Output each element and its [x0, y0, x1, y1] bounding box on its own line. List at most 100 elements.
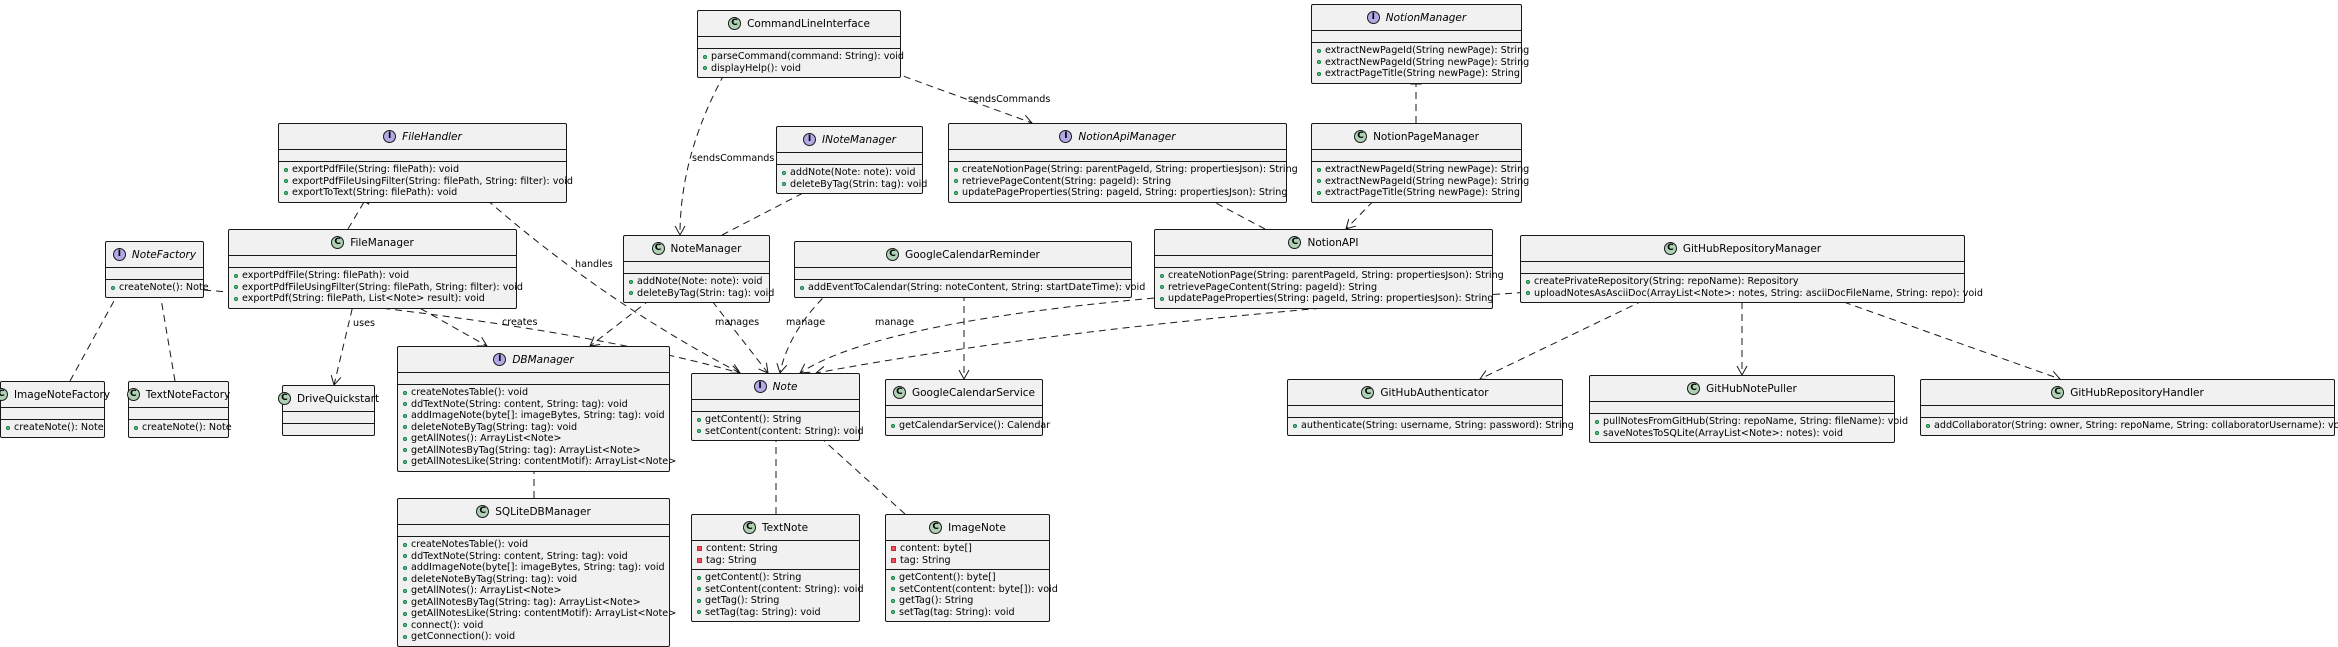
- class-method: addNote(Note: note): void: [624, 276, 769, 288]
- method-text: extractNewPageId(String newPage): String: [1325, 56, 1530, 68]
- class-method: createNote(): Note: [106, 282, 209, 294]
- public-visibility-icon: [403, 554, 407, 559]
- method-text: createNotesTable(): void: [411, 387, 529, 399]
- method-text: createPrivateRepository(String: repoName…: [1534, 276, 1799, 288]
- class-badge-icon: C: [1361, 386, 1375, 399]
- class-name: SQLiteDBManager: [495, 505, 591, 518]
- interface-badge-icon: I: [753, 380, 767, 393]
- dependency-edge: [1479, 289, 1666, 381]
- class-method: exportPdfFileUsingFilter(String: filePat…: [279, 176, 573, 188]
- class-name: FileHandler: [402, 130, 462, 143]
- class-attributes: [949, 150, 1286, 162]
- class-name: DBManager: [512, 353, 574, 366]
- class-box-notionApi[interactable]: C NotionAPI createNotionPage(String: paren…: [1154, 229, 1504, 309]
- class-attributes: [279, 150, 566, 162]
- method-text: ddTextNote(String: content, String: tag)…: [411, 550, 628, 562]
- class-attributes: [1288, 406, 1562, 418]
- class-name: GoogleCalendarService: [911, 386, 1036, 399]
- class-attributes: [692, 400, 859, 412]
- public-visibility-icon: [1317, 60, 1321, 65]
- class-badge-icon: C: [929, 521, 943, 534]
- method-text: addCollaborator(String: owner, String: r…: [1934, 420, 2338, 432]
- public-visibility-icon: [1526, 279, 1530, 284]
- class-method: deleteByTag(Strin: tag): void: [624, 288, 774, 300]
- interface-badge-icon: I: [112, 248, 126, 261]
- public-visibility-icon: [1317, 48, 1321, 53]
- relation-label: manages: [715, 317, 760, 328]
- public-visibility-icon: [697, 610, 701, 615]
- class-attributes: [1312, 150, 1521, 162]
- public-visibility-icon: [403, 542, 407, 547]
- class-method: extractNewPageId(String newPage): String: [1312, 176, 1529, 188]
- class-method: setContent(content: byte[]): void: [886, 584, 1058, 596]
- class-method: addNote(Note: note): void: [777, 167, 922, 179]
- method-text: createNotionPage(String: parentPageId, S…: [1168, 270, 1504, 282]
- class-method: getAllNotes(): ArrayList<Note>: [398, 433, 669, 445]
- method-text: updatePageProperties(String: pageId, Str…: [962, 187, 1288, 199]
- class-name: GitHubNotePuller: [1706, 382, 1797, 395]
- class-header: C NotionAPI: [1155, 230, 1492, 256]
- class-name: CommandLineInterface: [747, 17, 870, 30]
- class-name: ImageNoteFactory: [13, 388, 111, 401]
- class-method: createNotesTable(): void: [398, 539, 669, 551]
- attribute-text: tag: String: [900, 554, 951, 566]
- public-visibility-icon: [234, 273, 238, 278]
- public-visibility-icon: [1160, 273, 1164, 278]
- method-text: addNote(Note: note): void: [790, 167, 916, 179]
- class-name: NotionAPI: [1307, 236, 1359, 249]
- dependency-edge: [1809, 289, 2061, 382]
- class-attributes: [398, 525, 669, 537]
- public-visibility-icon: [1595, 419, 1599, 424]
- class-methods: extractNewPageId(String newPage): String…: [1312, 162, 1529, 202]
- public-visibility-icon: [703, 66, 707, 71]
- class-header: C ImageNoteFactory: [0, 382, 110, 408]
- public-visibility-icon: [954, 179, 958, 184]
- public-visibility-icon: [403, 425, 407, 430]
- class-name: Note: [772, 380, 798, 393]
- class-method: exportPdfFile(String: filePath): void: [279, 164, 566, 176]
- class-box-imageNoteFactory[interactable]: C ImageNoteFactory createNote(): Note: [0, 381, 110, 438]
- relation-label: sendsCommands: [968, 94, 1051, 105]
- class-methods: createNote(): Note: [1, 420, 104, 437]
- class-method: getContent(): byte[]: [886, 572, 1049, 584]
- class-method: setContent(content: String): void: [692, 426, 864, 438]
- method-text: deleteByTag(Strin: tag): void: [790, 178, 928, 190]
- public-visibility-icon: [800, 285, 804, 290]
- class-methods: addCollaborator(String: owner, String: r…: [1921, 418, 2338, 435]
- class-attribute: tag: String: [692, 555, 859, 567]
- class-attributes: [283, 412, 374, 424]
- method-text: setTag(tag: String): void: [899, 606, 1015, 618]
- class-name: NotionManager: [1385, 11, 1467, 24]
- class-badge-icon: C: [0, 388, 8, 401]
- class-badge-icon: C: [1288, 236, 1302, 249]
- class-method: pullNotesFromGitHub(String: repoName, St…: [1590, 416, 1908, 428]
- dependency-edge: [330, 296, 356, 387]
